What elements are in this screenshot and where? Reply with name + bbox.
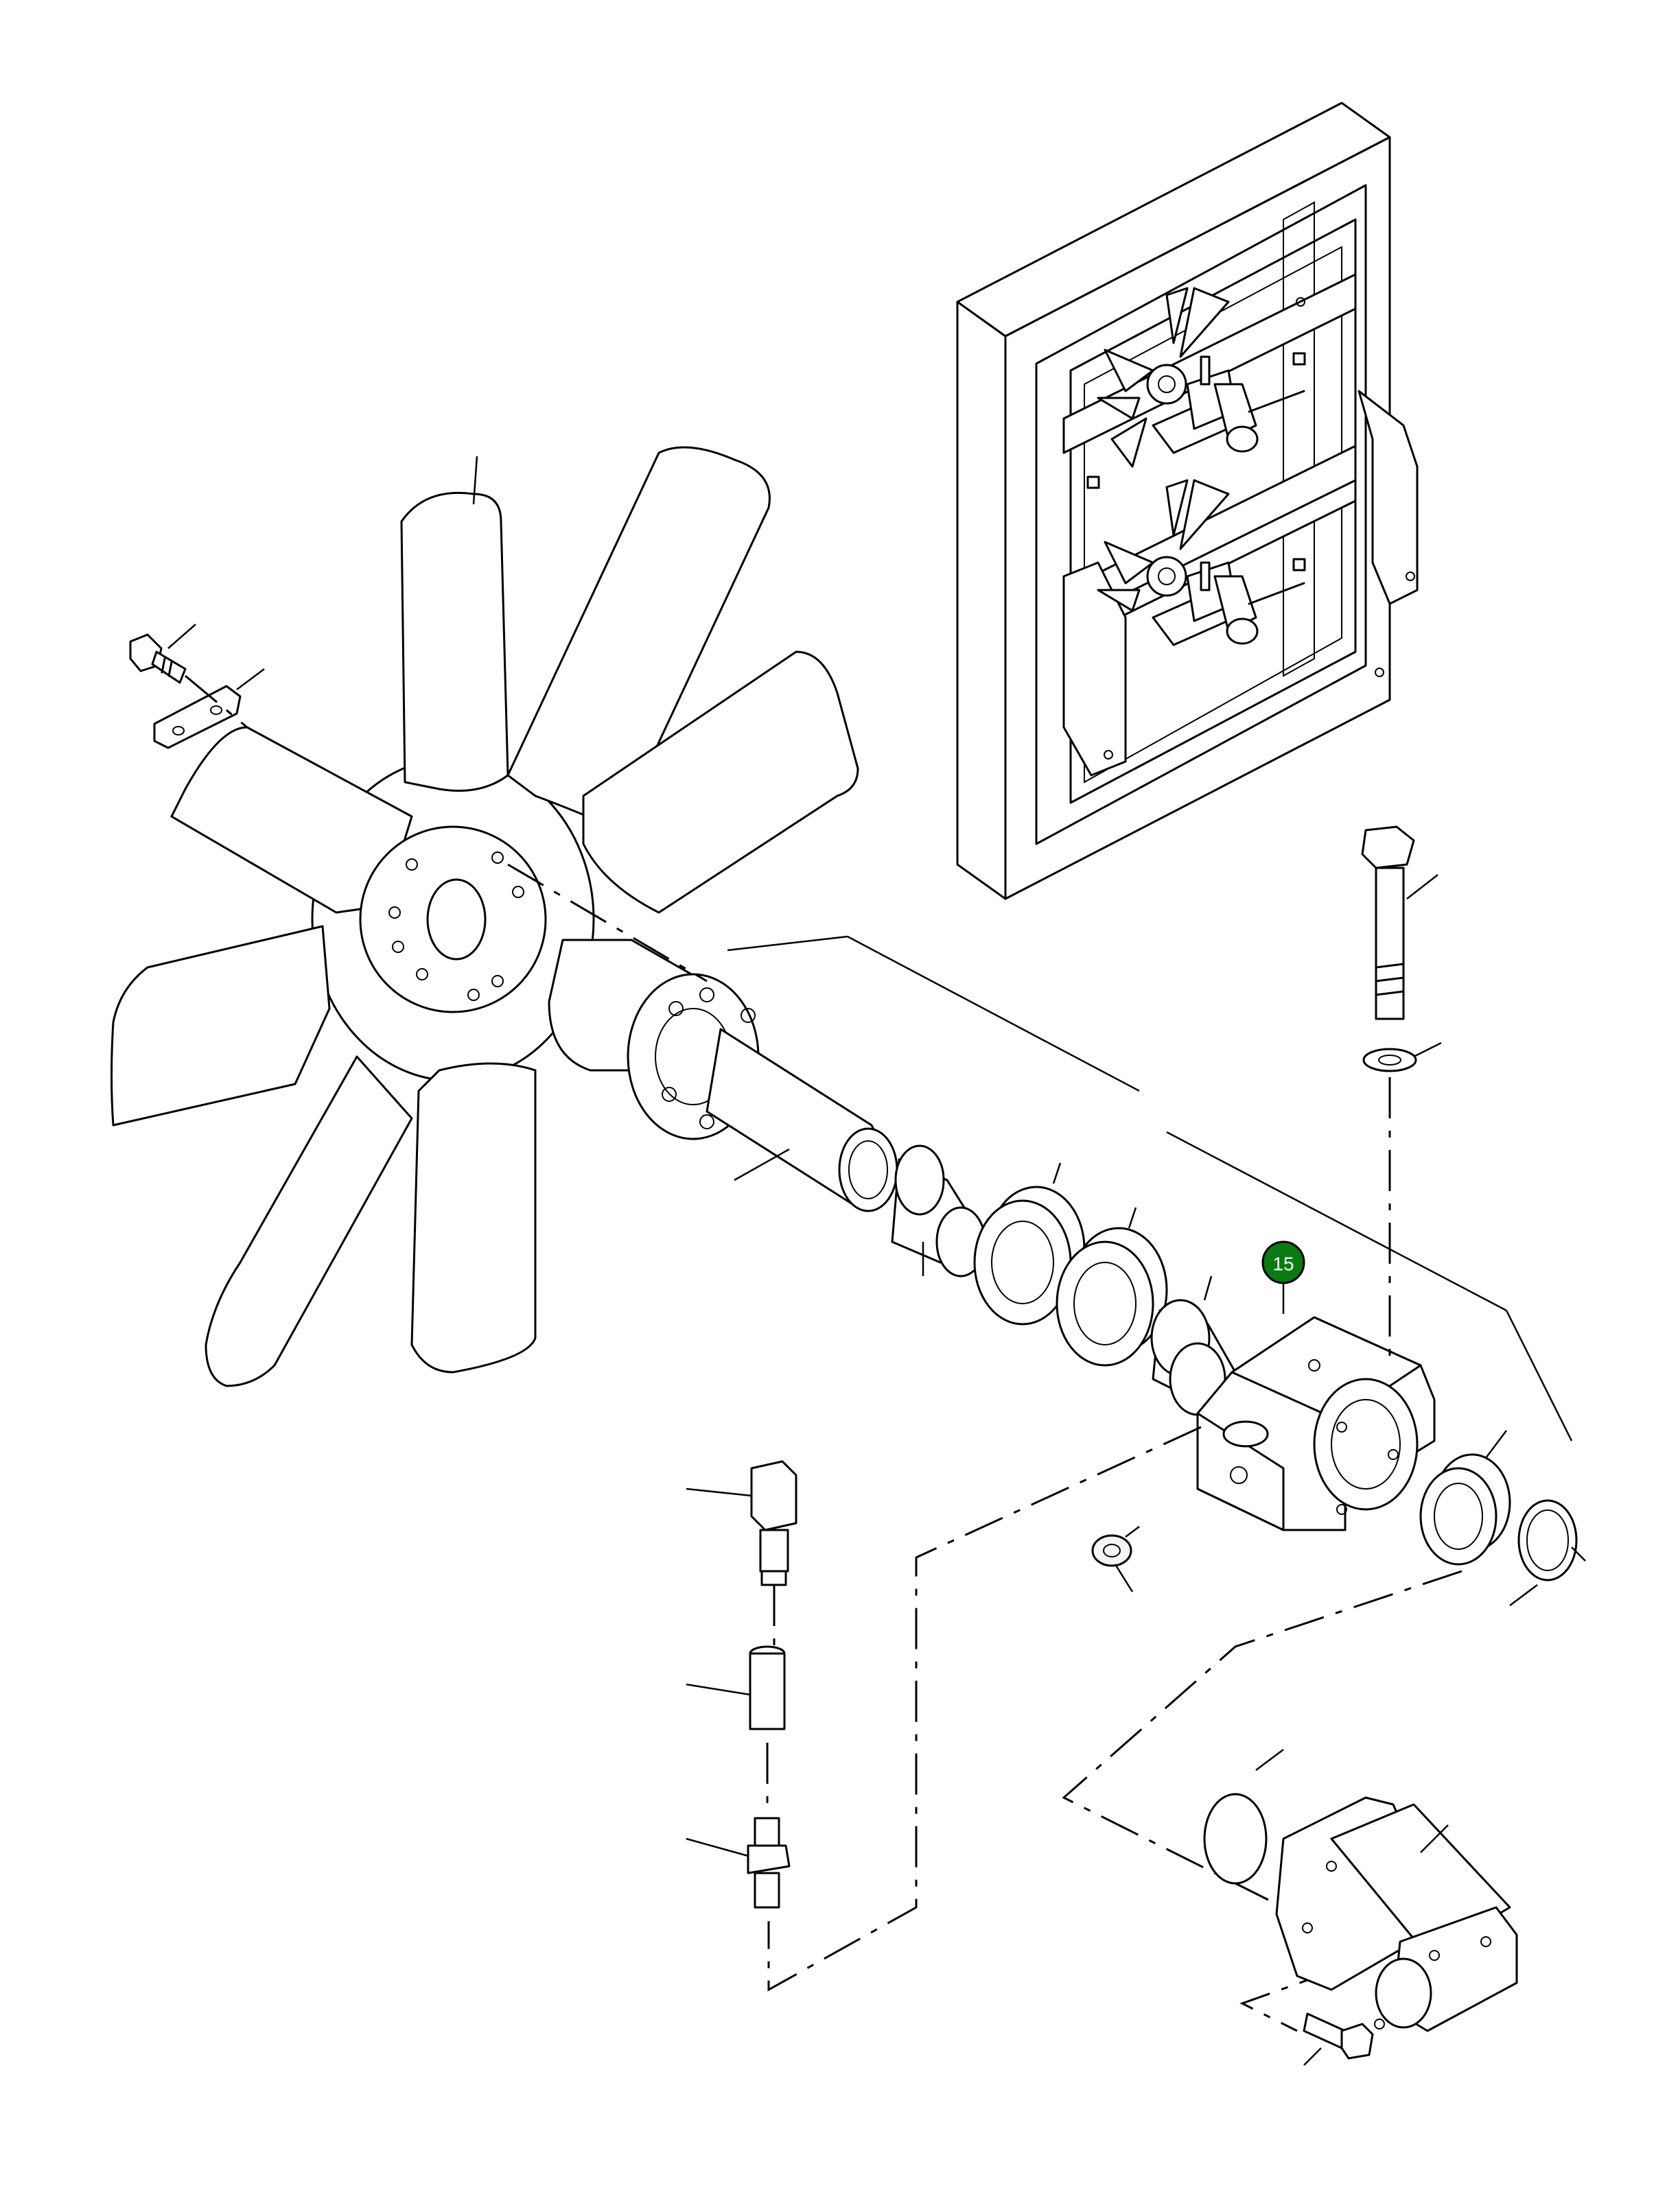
callout-15[interactable]: 15 <box>1261 1240 1305 1284</box>
fan-blade-assembly <box>110 446 859 1387</box>
bearing-housing <box>1196 1283 1436 1531</box>
hub-flange-shaft <box>548 939 898 1212</box>
fitting-sleeve <box>686 1645 786 1811</box>
fitting-nipple <box>686 1817 791 1909</box>
hydraulic-motor <box>1203 1749 1518 2032</box>
fan-blade-right <box>582 650 859 914</box>
sleeve-2 <box>1150 1275 1237 1416</box>
callout-15-label[interactable]: 15 <box>1272 1254 1294 1275</box>
fan-blade-left-upper <box>170 726 413 914</box>
fan-blade-left <box>110 925 331 1127</box>
mini-fan-upper <box>1097 287 1305 468</box>
fan-blade-top <box>400 491 509 792</box>
long-bolt <box>1361 825 1442 1365</box>
bolt-and-plate <box>129 624 265 749</box>
callout-15-circle[interactable] <box>1261 1240 1305 1284</box>
sleeve-1 <box>891 1144 986 1278</box>
mini-fan-lower <box>1097 479 1305 646</box>
bearing-2 <box>1056 1207 1168 1367</box>
fitting-adapter <box>686 1460 797 1647</box>
fan-blade-top-right <box>506 446 771 832</box>
plug <box>1091 1526 1140 1592</box>
fan-blade-bottom-left <box>205 1055 413 1387</box>
motor-bolt <box>1303 2012 1374 2066</box>
radiator-frame-illustration <box>956 102 1419 900</box>
fan-blade-bottom <box>410 1062 537 1374</box>
oil-seal <box>1419 1430 1511 1566</box>
retaining-ring <box>1509 1499 1586 1606</box>
